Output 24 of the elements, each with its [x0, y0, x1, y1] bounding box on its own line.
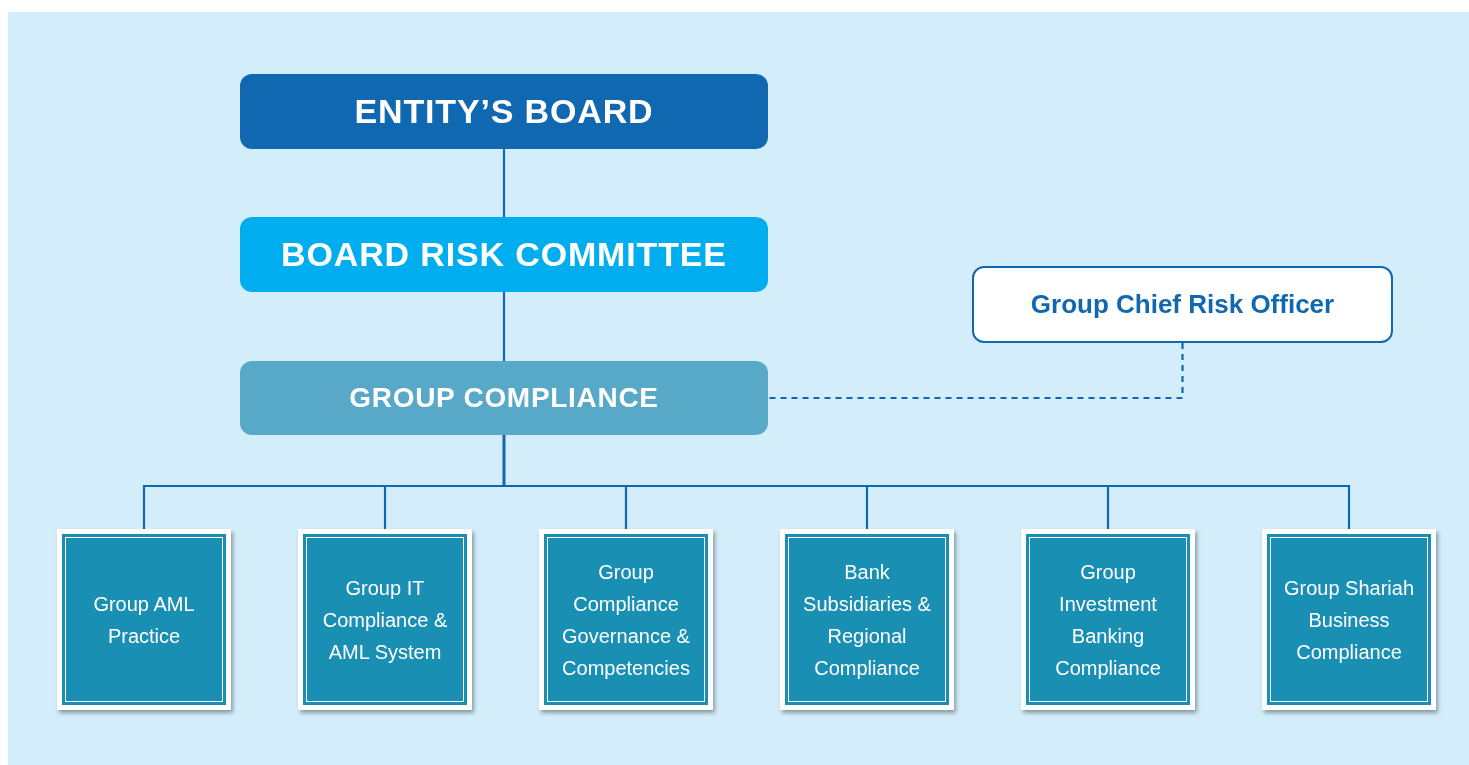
department-box: [240, 361, 768, 435]
node-label: Bank Subsidiaries & Regional Compliance: [802, 559, 932, 681]
committee-box: [240, 217, 768, 292]
unit-box: [1021, 529, 1195, 710]
node-label: Group Shariah Business Compliance: [1282, 575, 1416, 665]
node-label: ENTITY’S BOARD: [354, 91, 654, 132]
dashed-connector: [768, 343, 1184, 400]
unit-box: [539, 529, 713, 710]
unit-box: [1262, 529, 1436, 710]
unit-box: [57, 529, 231, 710]
node-label: Group AML Practice: [92, 591, 196, 649]
node-label: Group Compliance Governance & Competencies: [561, 559, 691, 681]
board-box: [240, 74, 768, 149]
node-label: Group IT Compliance & AML System: [321, 575, 449, 665]
node-label: BOARD RISK COMMITTEE: [281, 234, 727, 275]
officer-box: [972, 266, 1393, 343]
node-label: Group Chief Risk Officer: [1030, 288, 1335, 321]
node-label: Group Investment Banking Compliance: [1054, 559, 1162, 681]
unit-box: [780, 529, 954, 710]
connector-line: [502, 149, 506, 217]
connector-line: [502, 292, 506, 361]
node-label: GROUP COMPLIANCE: [349, 381, 659, 415]
connector-line: [502, 435, 1351, 529]
unit-box: [298, 529, 472, 710]
